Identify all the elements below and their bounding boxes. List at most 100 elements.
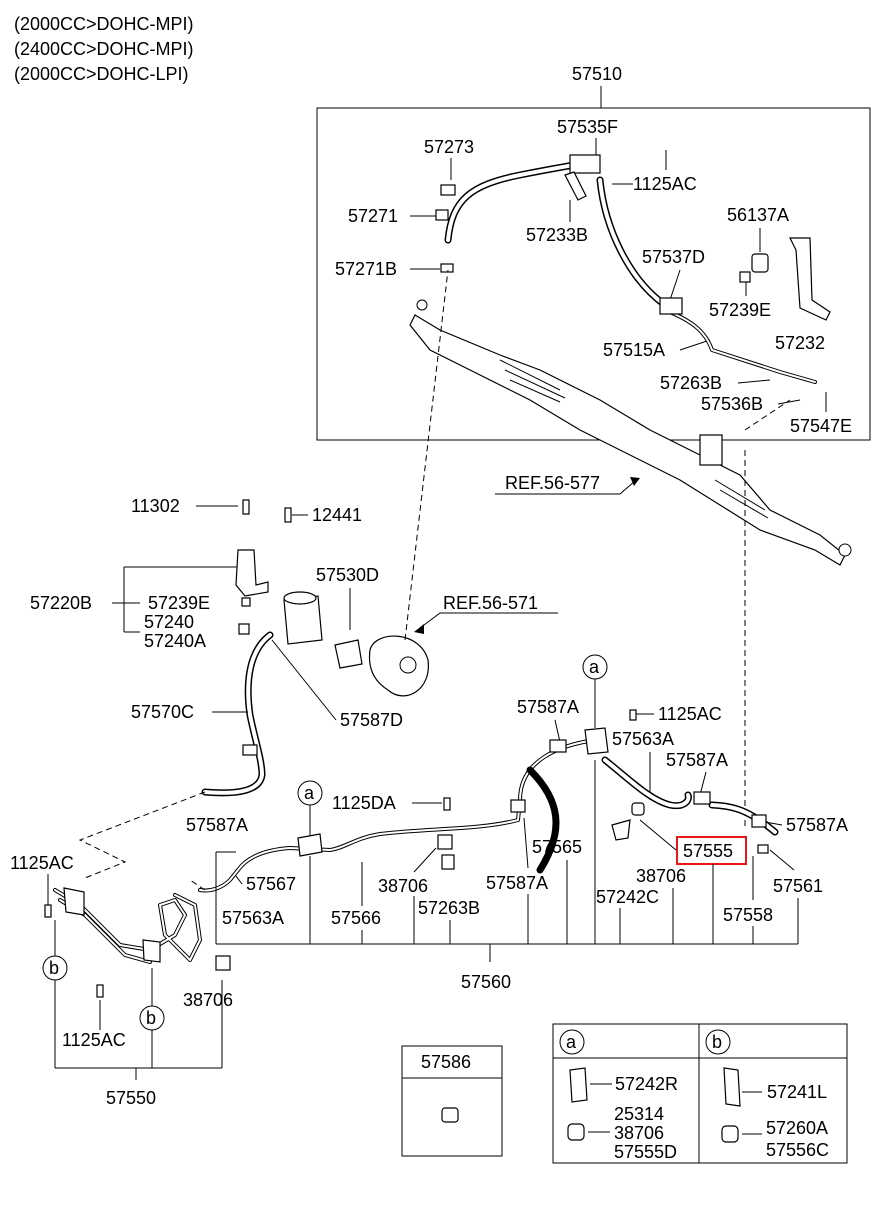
label-57565[interactable]: 57565 [532,837,582,857]
clamp-57587A-2 [693,791,711,805]
bracket-57232 [789,237,831,321]
label-1125AC-bot[interactable]: 1125AC [62,1030,126,1050]
label-57587A-4[interactable]: 57587A [786,815,848,835]
clip-38706-1 [437,834,453,850]
label-57561[interactable]: 57561 [773,876,823,896]
label-57558[interactable]: 57558 [723,905,773,925]
label-57570C[interactable]: 57570C [131,702,194,722]
label-57587A-1[interactable]: 57587A [517,697,579,717]
fitting-57273 [440,184,456,196]
legend-a-item-4[interactable]: 57555D [614,1142,677,1162]
label-57233B[interactable]: 57233B [526,225,588,245]
bolt-11302 [242,499,250,515]
clip-57263B [441,854,455,870]
label-57566[interactable]: 57566 [331,908,381,928]
label-57560[interactable]: 57560 [461,972,511,992]
ref-56-571[interactable]: REF.56-571 [443,593,538,613]
label-1125AC-mid[interactable]: 1125AC [658,704,722,724]
label-57547E[interactable]: 57547E [790,416,852,436]
legend-b-item-2[interactable]: 57260A [766,1118,828,1138]
bracket-57242C [611,819,631,841]
legend-b-item-1[interactable]: 57241L [767,1082,827,1102]
label-57263B-mid[interactable]: 57263B [418,898,480,918]
label-57537D[interactable]: 57537D [642,247,705,267]
cap-57530D [334,639,363,669]
legend-a-item-2[interactable]: 25314 [614,1104,664,1124]
label-57587A-3[interactable]: 57587A [186,815,248,835]
clamp-a-top [584,727,609,755]
clamp-57537D [659,297,683,315]
header-line-1: (2000CC>DOHC-MPI) [14,14,194,34]
legend-clamp-b [723,1067,741,1107]
seal-57271 [435,209,449,221]
legend-b-key: b [712,1032,722,1052]
label-56137A[interactable]: 56137A [727,205,789,225]
label-38706-2[interactable]: 38706 [636,866,686,886]
steering-gear-rack [409,314,846,566]
label-57240A[interactable]: 57240A [144,631,206,651]
marker-b-left-text: b [49,958,59,978]
box-57586 [401,1045,503,1157]
grommet-57586 [441,1107,459,1123]
legend-marker-b [705,1029,731,1055]
legend-a-item-1[interactable]: 57242R [615,1074,678,1094]
clamp-57587A-5 [510,799,526,813]
label-57239E-mid[interactable]: 57239E [148,593,210,613]
label-57239E-top[interactable]: 57239E [709,300,771,320]
label-57510[interactable]: 57510 [572,64,622,84]
clip-38706-3 [215,955,231,971]
label-57242C[interactable]: 57242C [596,887,659,907]
legend-b-item-3[interactable]: 57556C [766,1140,829,1160]
pin-57239E-top [739,271,751,283]
label-57563A-2[interactable]: 57563A [222,908,284,928]
legend-grommet-a [567,1123,585,1141]
label-57271[interactable]: 57271 [348,206,398,226]
assembly-box-57510 [316,107,871,441]
grommet-57555 [631,802,645,816]
label-57263B-top[interactable]: 57263B [660,373,722,393]
label-1125DA[interactable]: 1125DA [332,793,396,813]
legend-a-key: a [566,1032,577,1052]
label-57550[interactable]: 57550 [106,1088,156,1108]
label-11302[interactable]: 11302 [131,496,180,516]
label-57563A-1[interactable]: 57563A [612,729,674,749]
header-line-2: (2400CC>DOHC-MPI) [14,39,194,59]
legend-grommet-b [721,1125,739,1143]
label-57515A[interactable]: 57515A [603,340,665,360]
bracket-57220B [235,549,269,597]
clamp-b-bottom [142,939,161,963]
marker-b-bottom-text: b [146,1008,156,1028]
label-57535F[interactable]: 57535F [557,117,618,137]
label-57587A-2[interactable]: 57587A [666,750,728,770]
legend-box [552,1023,848,1164]
marker-a-top-text: a [589,657,600,677]
label-1125AC-top[interactable]: 1125AC [633,174,697,194]
label-57536B[interactable]: 57536B [701,394,763,414]
label-57587A-5[interactable]: 57587A [486,873,548,893]
valve-housing [699,434,723,466]
label-38706-3[interactable]: 38706 [183,990,233,1010]
label-12441[interactable]: 12441 [312,505,362,525]
clamp-b-left [63,887,85,916]
label-57587D[interactable]: 57587D [340,710,403,730]
legend-clamp-a [569,1067,588,1103]
label-57271B[interactable]: 57271B [335,259,397,279]
label-1125AC-left[interactable]: 1125AC [10,853,74,873]
fitting-57535F [569,154,601,174]
label-57567[interactable]: 57567 [246,874,296,894]
bolt-12441 [284,507,292,523]
label-57240[interactable]: 57240 [144,612,194,632]
label-57220B[interactable]: 57220B [30,593,92,613]
label-57555[interactable]: 57555 [683,841,733,861]
label-57530D[interactable]: 57530D [316,565,379,585]
label-38706-1[interactable]: 38706 [378,876,428,896]
header-line-3: (2000CC>DOHC-LPI) [14,64,189,84]
clamp-a-mid [297,833,323,857]
label-57232[interactable]: 57232 [775,333,825,353]
label-57273[interactable]: 57273 [424,137,474,157]
marker-a-mid-text: a [304,783,315,803]
ref-56-577[interactable]: REF.56-577 [505,473,600,493]
seal-57271B [440,263,454,273]
legend-a-item-3[interactable]: 38706 [614,1123,664,1143]
label-57586[interactable]: 57586 [421,1052,471,1072]
